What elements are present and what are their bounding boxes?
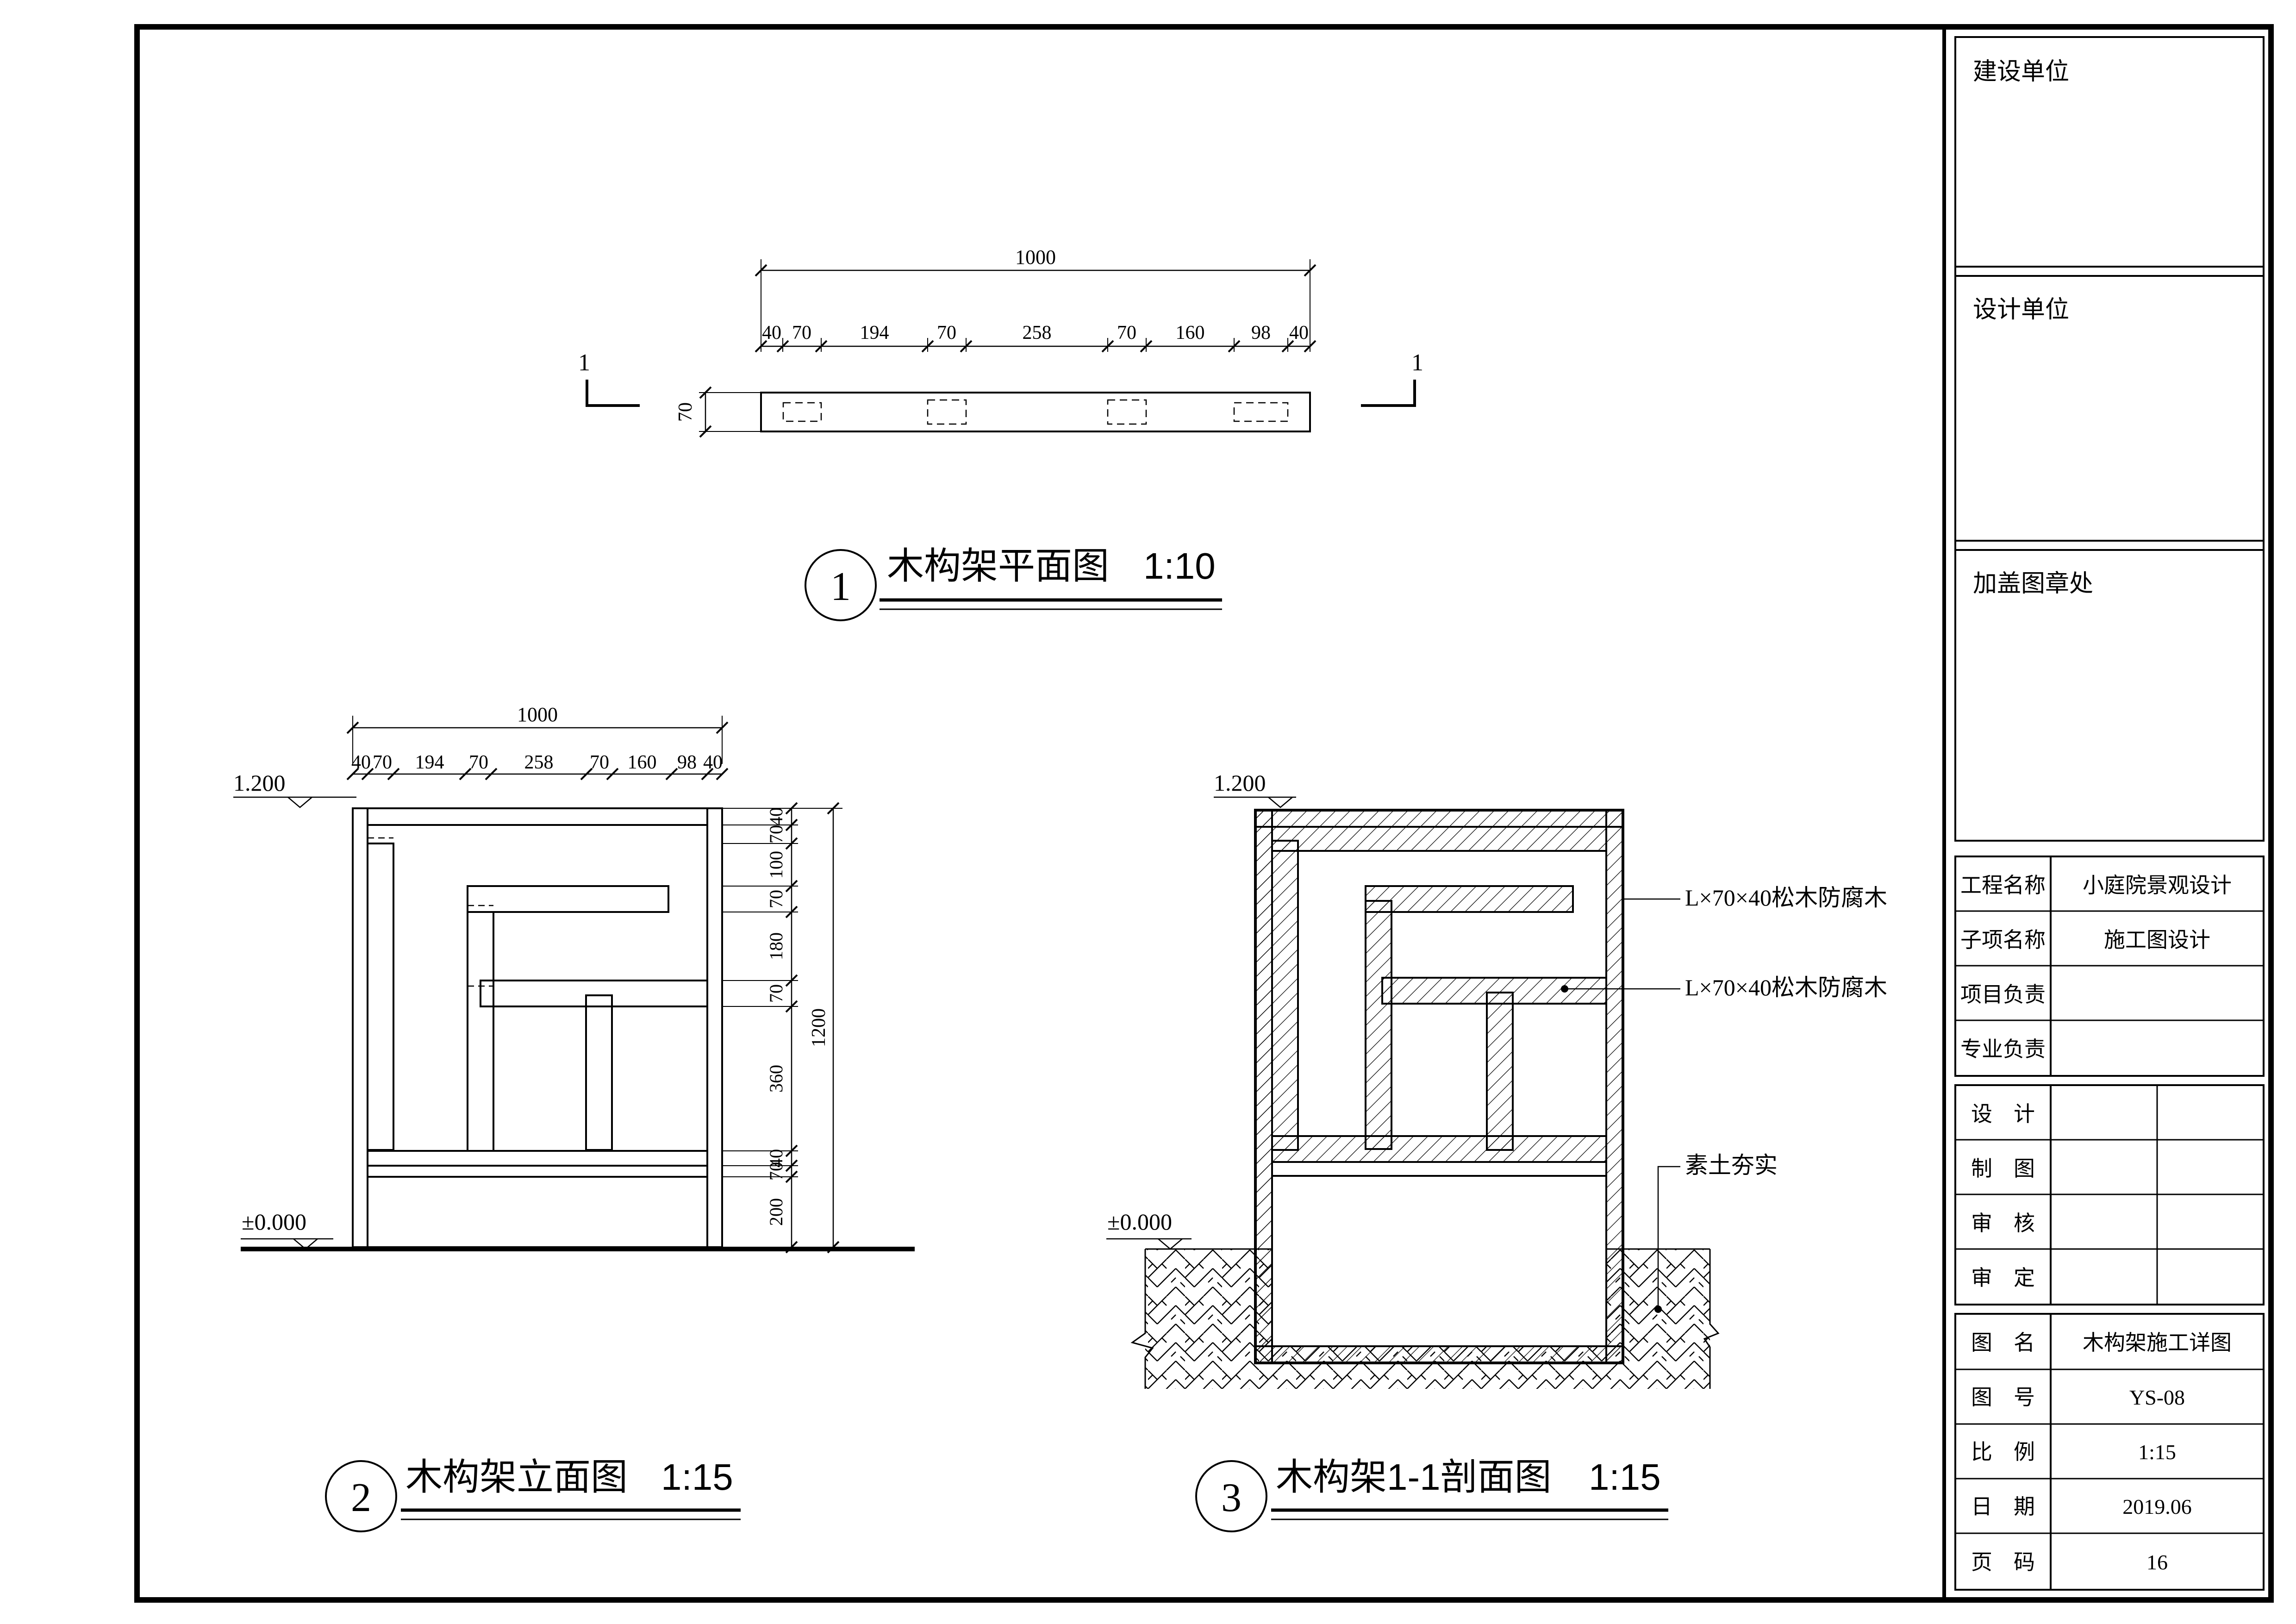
elev-seg-dim-4: 70	[469, 752, 488, 773]
elev-total-height-dim: 1200	[808, 1008, 830, 1047]
section-mark-left: 1	[578, 350, 590, 376]
section-caption-scale: 1:15	[1589, 1456, 1661, 1498]
info-row-label-5: 页 码	[1971, 1550, 2035, 1574]
plan-seg-dim-9: 40	[1289, 322, 1309, 344]
info-row-label-2: 图 号	[1971, 1386, 2035, 1409]
stamp-label-seal: 加盖图章处	[1973, 570, 2093, 597]
elev-vdim-7: 360	[766, 1065, 786, 1093]
plan-seg-dim-2: 70	[792, 322, 811, 344]
info-row-label-3: 比 例	[1971, 1440, 2035, 1464]
section-callout-2: L×70×40松木防腐木	[1685, 974, 1887, 1000]
section-mark-right: 1	[1411, 350, 1423, 376]
plan-seg-dim-1: 40	[762, 322, 781, 344]
info-row-value-2: YS-08	[2129, 1386, 2185, 1409]
project-row-label-4: 专业负责	[1960, 1037, 2046, 1061]
plan-seg-dim-4: 70	[937, 322, 956, 344]
section-top-level: 1.200	[1214, 770, 1266, 796]
info-row-label-1: 图 名	[1971, 1331, 2035, 1355]
info-row-value-3: 1:15	[2138, 1440, 2176, 1464]
sheet-border-outer	[134, 24, 2274, 1603]
elev-vdim-10: 200	[766, 1198, 786, 1226]
project-row-value-1: 小庭院景观设计	[2083, 874, 2232, 897]
section-frame	[1254, 809, 1624, 1364]
plan-seg-dim-3: 194	[860, 322, 889, 344]
elev-seg-dim-1: 40	[351, 752, 371, 773]
section-caption-number: 3	[1221, 1475, 1242, 1520]
plan-caption-circle	[805, 549, 877, 621]
plan-caption-scale: 1:10	[1143, 545, 1216, 587]
title-block: 建设单位 设计单位 加盖图章处 工程名称 小庭院景观设计 子项名称 施工图设计 …	[1954, 36, 2265, 1591]
elev-vdim-8: 40	[766, 1149, 786, 1168]
plan-hidden-lines	[782, 399, 1289, 425]
project-row-label-1: 工程名称	[1960, 874, 2046, 897]
project-row-value-2: 施工图设计	[2104, 928, 2210, 952]
stamp-label-designer: 设计单位	[1973, 297, 2069, 323]
sign-row-label-4: 审 定	[1971, 1266, 2035, 1290]
elev-vert-extensions	[722, 808, 842, 1248]
elev-caption-text: 木构架立面图	[406, 1456, 628, 1498]
plan-view: 1000 40 70 194 70 258	[578, 246, 1423, 621]
elev-caption-scale: 1:15	[661, 1456, 733, 1498]
info-row-value-5: 16	[2146, 1550, 2168, 1574]
elev-seg-dim-9: 40	[703, 752, 723, 773]
elev-caption-circle	[325, 1460, 397, 1532]
elev-caption-number: 2	[351, 1475, 371, 1520]
elev-segment-ticks	[346, 768, 729, 781]
elev-vdim-2: 70	[766, 825, 786, 843]
plan-seg-dim-5: 258	[1023, 322, 1052, 344]
plan-thickness-dim: 70	[675, 402, 696, 422]
plan-frame-outline	[760, 392, 1311, 432]
elev-vdim-3: 100	[766, 851, 786, 879]
plan-overall-dim: 1000	[1015, 246, 1056, 269]
stamp-label-client: 建设单位	[1973, 59, 2069, 85]
elev-seg-dim-7: 160	[628, 752, 657, 773]
elevation-view: 1000 40 70 194 70 258 70 160 98 40 1.200	[233, 703, 915, 1532]
section-view: 1.200 L×70×40松木防腐木 L×70×40	[1106, 770, 1887, 1532]
info-row-label-4: 日 期	[1971, 1495, 2035, 1518]
section-mark-right-line	[1361, 380, 1416, 407]
section-callout-1: L×70×40松木防腐木	[1685, 885, 1887, 911]
elev-frame	[352, 807, 723, 1248]
section-caption-circle	[1195, 1460, 1267, 1532]
plan-seg-dim-7: 160	[1176, 322, 1205, 344]
elev-vert-ticks	[785, 802, 840, 1254]
elev-seg-dim-3: 194	[415, 752, 444, 773]
plan-seg-dim-8: 98	[1251, 322, 1271, 344]
sign-row-label-3: 审 核	[1971, 1212, 2035, 1235]
elev-seg-dim-5: 258	[524, 752, 554, 773]
elev-top-level: 1.200	[233, 770, 286, 796]
info-row-value-1: 木构架施工详图	[2083, 1331, 2232, 1355]
sign-row-label-2: 制 图	[1971, 1157, 2035, 1181]
elev-hidden-lines	[368, 837, 612, 996]
elev-vdim-5: 180	[766, 932, 786, 960]
project-row-label-3: 项目负责	[1960, 983, 2046, 1006]
section-mark-left-line	[586, 380, 640, 407]
elev-vdim-9: 70	[766, 1162, 786, 1181]
elev-seg-dim-6: 70	[590, 752, 609, 773]
info-row-value-4: 2019.06	[2122, 1495, 2192, 1518]
elev-seg-dim-2: 70	[373, 752, 392, 773]
plan-caption-number: 1	[830, 564, 851, 609]
elev-vdim-6: 70	[766, 984, 786, 1003]
elev-ground-level: ±0.000	[242, 1209, 306, 1235]
elev-vdim-1: 40	[766, 807, 786, 826]
elev-overall-dim: 1000	[517, 703, 558, 726]
section-callout-3: 素土夯实	[1685, 1152, 1778, 1178]
plan-seg-dim-6: 70	[1117, 322, 1136, 344]
sign-row-label-1: 设 计	[1971, 1102, 2035, 1126]
section-ground-level: ±0.000	[1107, 1209, 1172, 1235]
elev-seg-dim-8: 98	[677, 752, 697, 773]
plan-segment-extensions	[782, 338, 1288, 352]
plan-caption-text: 木构架平面图	[887, 545, 1109, 587]
project-row-label-2: 子项名称	[1960, 928, 2046, 952]
elev-vdim-4: 70	[766, 890, 786, 908]
section-caption-text: 木构架1-1剖面图	[1276, 1456, 1552, 1498]
